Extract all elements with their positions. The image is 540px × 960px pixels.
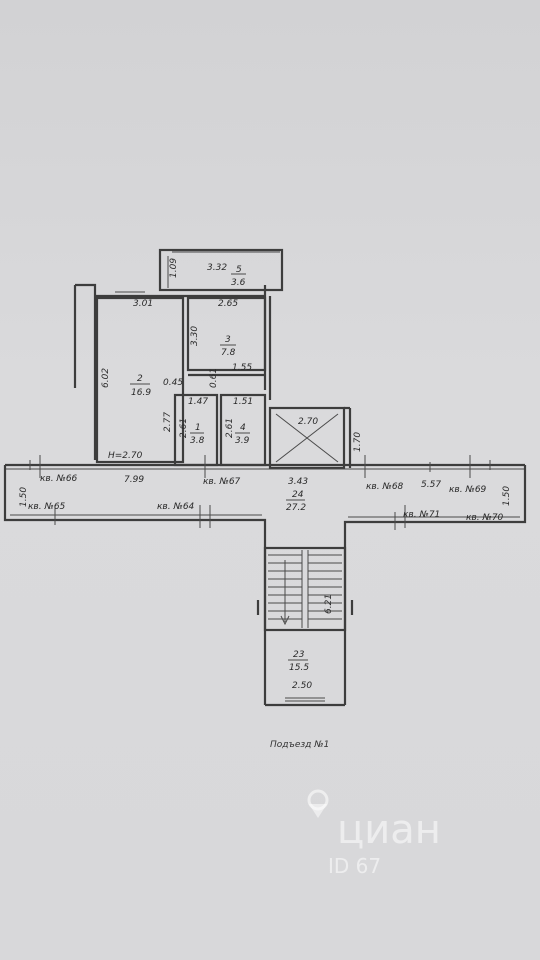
dim-side-left: 1.50 — [19, 487, 29, 507]
wall-left — [75, 283, 97, 460]
elevator-shaft — [268, 406, 346, 470]
dim-corridor-b: 5.57 — [421, 480, 441, 490]
dim-balcony-width: 3.32 — [207, 263, 227, 273]
balcony-outline — [158, 248, 284, 292]
room-5-number: 5 — [236, 265, 242, 275]
corridor-left-bottom — [3, 465, 267, 705]
elevator-cross-b — [275, 413, 339, 463]
dim-bath1-h2: 2.61 — [179, 418, 189, 438]
dim-stair-length: 6.21 — [324, 594, 334, 614]
room-3-area: 7.8 — [221, 348, 236, 358]
dim-061: 0.61 — [209, 368, 219, 388]
dim-corridor-a: 3.43 — [288, 477, 308, 487]
dim-stair-width: 2.50 — [292, 681, 312, 691]
room-4-number: 4 — [240, 423, 246, 433]
room-5-area: 3.6 — [231, 278, 246, 288]
corridor-right-bottom — [343, 465, 527, 705]
dim-room3-width: 2.65 — [218, 299, 238, 309]
apt-68-label: кв. №68 — [366, 482, 404, 492]
dim-room3-height: 3.30 — [190, 326, 200, 346]
room-23-area: 15.5 — [289, 663, 309, 673]
room-3-number: 3 — [225, 335, 231, 345]
room-2-area: 16.9 — [131, 388, 151, 398]
room-2-number: 2 — [137, 374, 143, 384]
stair-steps — [268, 550, 342, 628]
apt-69-label: кв. №69 — [449, 485, 487, 495]
dim-bath4-h: 2.61 — [225, 418, 235, 438]
dim-balcony-depth: 1.09 — [169, 258, 179, 278]
apt-71-label: кв. №71 — [403, 510, 440, 520]
dim-bath1-h1: 2.77 — [163, 412, 173, 432]
room-3-outline — [186, 296, 267, 372]
apt-65-label: кв. №65 — [28, 502, 66, 512]
apt-66-label: кв. №66 — [40, 474, 78, 484]
apt-70-label: кв. №70 — [466, 513, 504, 523]
dim-155: 1.55 — [232, 363, 252, 373]
watermark-logo: циан ID 67 — [307, 789, 441, 878]
watermark-brand: циан — [337, 807, 441, 853]
room-2-outline — [95, 296, 185, 464]
dim-corridor-c: 7.99 — [124, 475, 144, 485]
dim-room2-height: 6.02 — [101, 368, 111, 388]
room-1-number: 1 — [195, 423, 201, 433]
room-24-number: 24 — [292, 490, 304, 500]
corridor-door-marks — [39, 455, 471, 530]
ceiling-height: H=2.70 — [108, 451, 143, 461]
dim-elevator-h: 1.70 — [353, 432, 363, 452]
room-4-area: 3.9 — [235, 436, 250, 446]
dim-bath4-width: 1.51 — [233, 397, 253, 407]
entrance-caption: Подъезд №1 — [270, 740, 329, 750]
room-23-number: 23 — [293, 650, 305, 660]
room-1-area: 3.8 — [190, 436, 205, 446]
dim-045: 0.45 — [163, 378, 183, 388]
apt-64-label: кв. №64 — [157, 502, 195, 512]
dim-bath1-width: 1.47 — [188, 397, 208, 407]
stair-block — [263, 546, 347, 632]
room-24-area: 27.2 — [286, 503, 306, 513]
dim-side-right: 1.50 — [502, 486, 512, 506]
dim-elevator-width: 2.70 — [298, 417, 318, 427]
apt-67-label: кв. №67 — [203, 477, 241, 487]
watermark-id: ID 67 — [328, 854, 381, 878]
dim-room2-width: 3.01 — [133, 299, 153, 309]
